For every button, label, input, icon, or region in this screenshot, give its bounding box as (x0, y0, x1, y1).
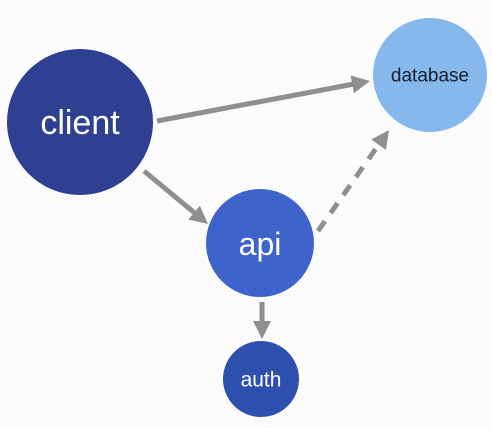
node-label-auth: auth (241, 369, 282, 392)
edge-api-to-auth (253, 302, 271, 339)
node-auth: auth (223, 341, 299, 417)
node-circle (7, 49, 153, 195)
node-database: database (373, 18, 487, 132)
nodes-layer: client database api auth (7, 18, 487, 417)
node-api: api (206, 189, 314, 297)
arrowhead-icon (371, 130, 389, 150)
arrowhead-icon (253, 321, 271, 339)
node-circle (223, 341, 299, 417)
edge-line (315, 142, 382, 233)
edge-api-to-database (315, 130, 389, 233)
node-circle (206, 189, 314, 297)
arrowhead-icon (188, 205, 208, 224)
node-label-client: client (40, 104, 120, 142)
edge-client-to-database (156, 75, 370, 124)
edges-layer (142, 75, 389, 339)
node-label-api: api (239, 226, 282, 262)
edge-line (156, 81, 354, 124)
edge-client-to-api (142, 169, 208, 224)
node-client: client (7, 49, 153, 195)
node-label-database: database (391, 66, 469, 87)
edge-line (142, 169, 197, 216)
arrowhead-icon (350, 75, 370, 94)
node-circle (373, 18, 487, 132)
